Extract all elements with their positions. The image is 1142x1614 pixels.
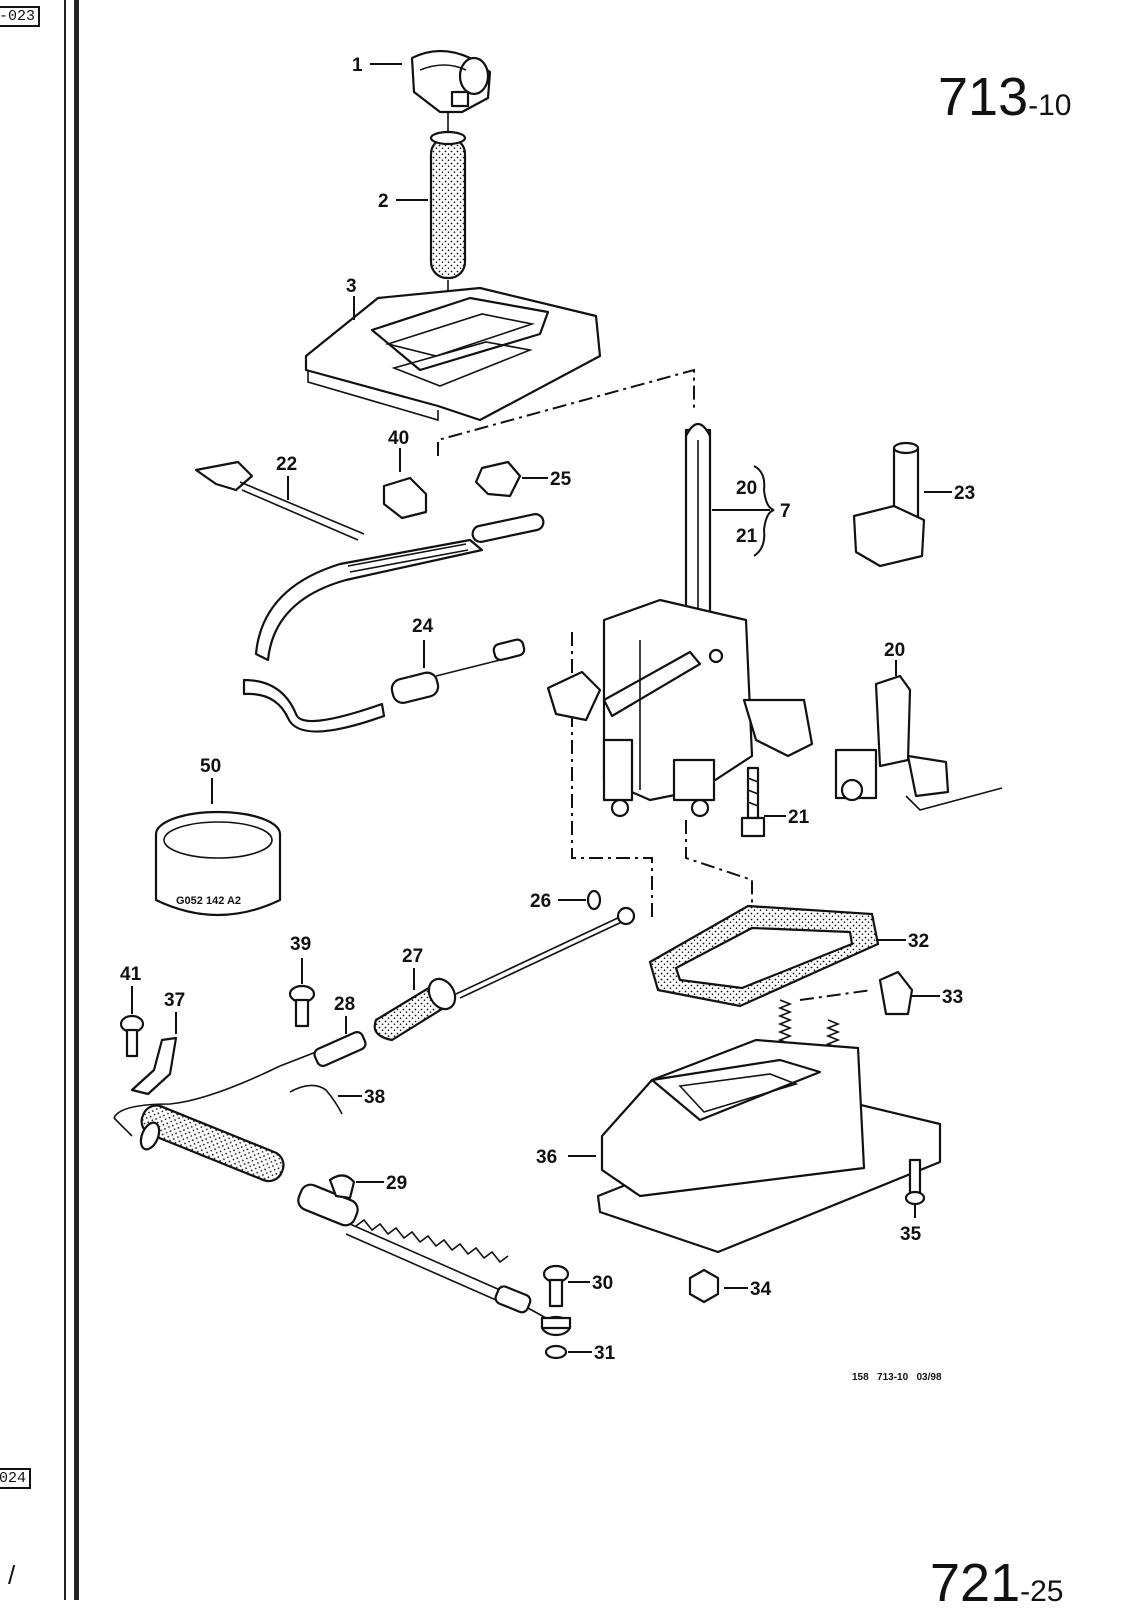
shifter-housing [596,1038,942,1254]
bolt-41 [119,1014,145,1058]
selector-bracket [546,598,814,818]
selector-cable [242,638,526,733]
margin-mark: / [8,1560,16,1590]
label-27: 27 [402,946,423,967]
nut-34 [688,1268,720,1304]
label-32: 32 [908,931,929,952]
bolt-21 [740,766,766,838]
cable-upper [254,513,545,662]
clip-29 [328,1174,356,1200]
label-2: 2 [378,191,389,212]
clip-40 [382,476,428,520]
phantom-line-cover [437,368,695,456]
label-21-top: 21 [736,526,758,547]
phantom-line-housing [799,989,873,1001]
shift-cable [113,1065,547,1319]
ring-stamp-text: G052 142 A2 [176,895,241,907]
label-34: 34 [750,1279,772,1300]
seal-ring: G052 142 A2 [154,810,282,917]
part-number-labels: 1 2 3 40 22 25 20 21 7 23 24 20 50 21 26… [120,55,975,1364]
footer-code: 158 713-10 03/98 [852,1372,942,1383]
label-30: 30 [592,1273,613,1294]
bolt-39 [288,984,316,1028]
label-35: 35 [900,1224,922,1245]
label-26: 26 [530,891,551,912]
clip-33 [878,970,914,1016]
lock-solenoid [834,674,1003,811]
label-50: 50 [200,756,221,777]
section-number-top-suffix: -10 [1028,89,1072,122]
bushing [540,1315,572,1337]
label-37: 37 [164,990,185,1011]
label-29: 29 [386,1173,407,1194]
label-36: 36 [536,1147,557,1168]
page-section-number-top: 713-10 [938,66,1071,128]
label-21-bolt: 21 [788,807,810,828]
label-41: 41 [120,964,142,985]
lever-guide [852,441,926,568]
bolt-30 [542,1264,570,1308]
label-20-top: 20 [736,478,757,499]
label-1: 1 [352,55,363,76]
label-39: 39 [290,934,311,955]
label-25: 25 [550,469,572,490]
label-3: 3 [346,276,357,297]
label-31: 31 [594,1343,616,1364]
rubber-boot [373,977,457,1042]
section-number-top-main: 713 [938,67,1029,127]
label-40: 40 [388,428,409,449]
label-24: 24 [412,616,434,637]
shift-sleeve [429,130,467,280]
gasket-32 [648,904,880,1008]
shift-knob [410,49,492,114]
shift-rod [455,906,636,999]
clip-25 [474,460,522,498]
gate-cover [304,286,602,422]
label-38: 38 [364,1087,385,1108]
clip-38 [289,1084,343,1115]
label-20-solenoid: 20 [884,640,905,661]
label-23: 23 [954,483,975,504]
label-28: 28 [334,994,355,1015]
washer-31 [544,1344,568,1360]
shift-lever [684,422,712,628]
phantom-line-seal [685,820,753,968]
tie-strap [194,460,365,541]
margin-tag-bottom: 024 [0,1468,32,1489]
washer-26 [586,889,602,911]
binding-edge-line [74,0,79,1600]
phantom-line-bracket [571,632,653,920]
label-22: 22 [276,454,297,475]
margin-tag-top: -023 [0,6,41,27]
label-7: 7 [780,501,791,522]
cable-adjuster [279,1031,367,1067]
label-33: 33 [942,987,963,1008]
bracket-37 [130,1036,178,1096]
binding-edge-line-thin [64,0,66,1600]
